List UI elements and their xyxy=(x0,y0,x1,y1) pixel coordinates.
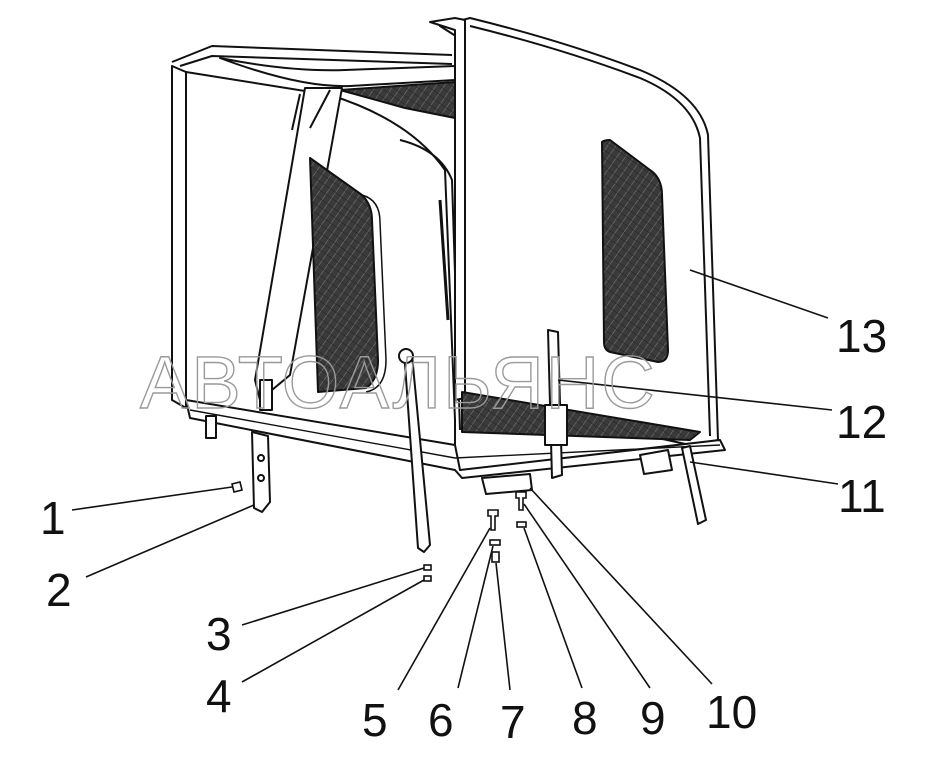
nut-part-7 xyxy=(491,551,500,563)
front-corner xyxy=(399,139,461,431)
leader-10 xyxy=(529,487,713,685)
gas-strut-right xyxy=(681,445,707,525)
callout-7: 7 xyxy=(500,696,526,748)
leader-5 xyxy=(397,527,491,691)
leader-4 xyxy=(241,579,425,683)
rear-top-rail xyxy=(171,45,453,67)
right-bracket xyxy=(639,449,673,475)
callout-3: 3 xyxy=(206,608,232,660)
watermark: АВТОАЛЬЯНС xyxy=(140,341,657,424)
bolt-part-5 xyxy=(487,509,499,531)
left-window-mesh xyxy=(309,157,379,393)
leader-3 xyxy=(241,567,425,626)
leader-6 xyxy=(457,545,494,689)
washer-part-6 xyxy=(489,539,501,546)
leader-lines xyxy=(71,269,839,691)
right-window-mesh xyxy=(601,139,669,363)
callout-6: 6 xyxy=(428,694,454,746)
leader-12 xyxy=(557,379,833,411)
callout-13: 13 xyxy=(836,310,887,362)
left-bracket xyxy=(205,415,217,439)
leader-11 xyxy=(689,461,839,485)
side-lock xyxy=(259,379,273,411)
hinge-part xyxy=(251,431,271,513)
nut-part-1 xyxy=(231,481,243,493)
cab-assembly xyxy=(171,17,726,553)
centre-bracket xyxy=(481,473,533,495)
leader-2 xyxy=(85,504,255,578)
washer-part-3 xyxy=(423,564,432,571)
washer-part-8 xyxy=(516,521,527,528)
callout-labels: 1 2 3 4 5 6 7 8 9 10 11 12 13 xyxy=(40,310,887,748)
leader-9 xyxy=(523,503,651,689)
callout-4: 4 xyxy=(206,670,232,722)
callout-2: 2 xyxy=(46,564,72,616)
leader-8 xyxy=(523,527,583,689)
floor-mesh xyxy=(461,391,701,441)
leader-13 xyxy=(689,269,829,319)
fasteners xyxy=(231,481,527,582)
leader-1 xyxy=(71,486,233,511)
callout-12: 12 xyxy=(836,396,887,448)
callout-1: 1 xyxy=(40,492,66,544)
callout-10: 10 xyxy=(706,686,757,738)
bolt-part-9 xyxy=(515,491,527,511)
callout-8: 8 xyxy=(572,692,598,744)
bottom-frame xyxy=(185,399,726,479)
callout-5: 5 xyxy=(362,694,388,746)
washer-part-4 xyxy=(423,575,432,582)
callout-9: 9 xyxy=(640,692,666,744)
leader-7 xyxy=(495,562,511,691)
callout-11: 11 xyxy=(838,470,886,522)
